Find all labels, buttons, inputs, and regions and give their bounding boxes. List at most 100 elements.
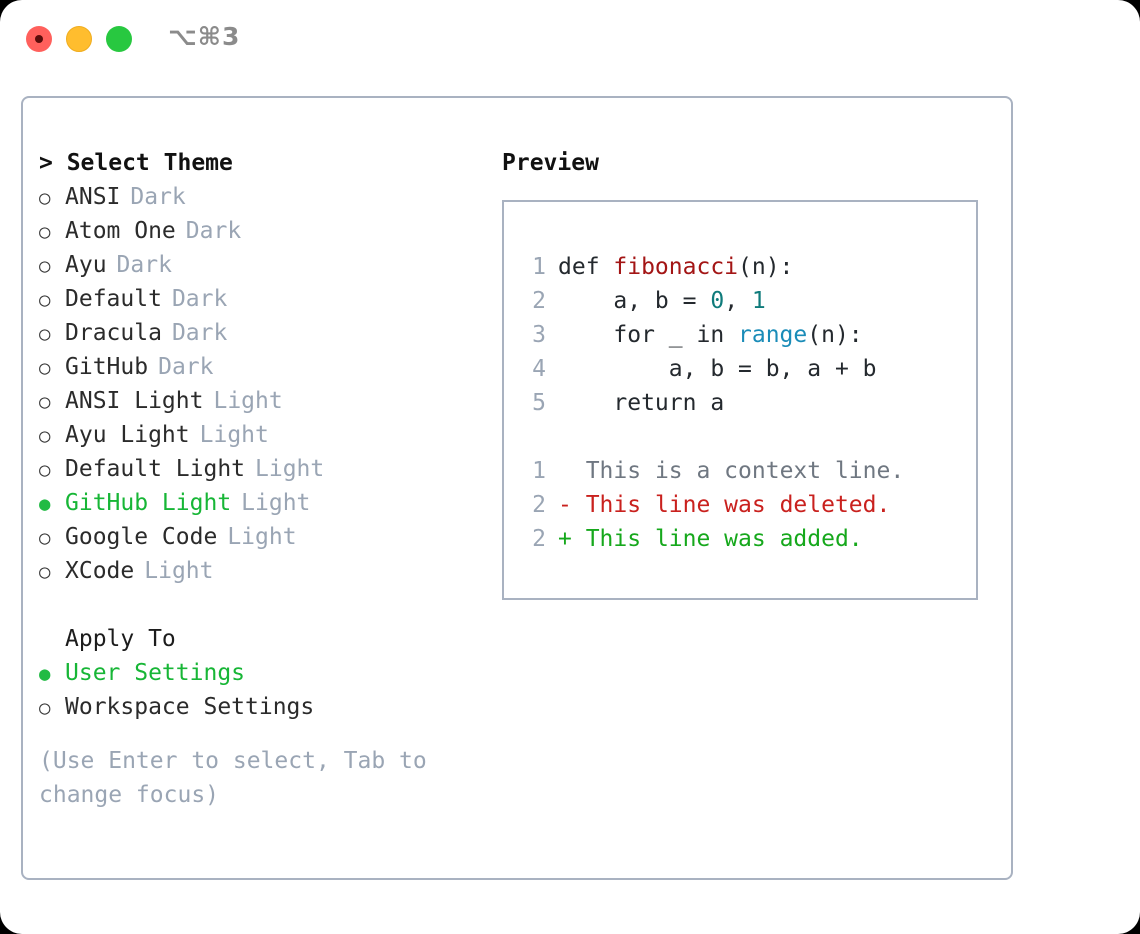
code-line: 5 return a xyxy=(522,386,904,420)
code-token-plain: a, b = xyxy=(558,288,711,314)
theme-option-label: ANSI Light xyxy=(65,388,204,414)
code-token-num: 1 xyxy=(751,288,766,314)
theme-option-variant: Dark xyxy=(130,184,186,210)
diff-text: This is a context line. xyxy=(585,458,905,484)
theme-option-label: Ayu xyxy=(65,252,107,278)
code-token-plain: a, b = b, a + b xyxy=(558,356,877,382)
apply-option-workspace-settings[interactable]: ○ Workspace Settings xyxy=(39,690,489,724)
diff-text: This line was added. xyxy=(585,526,863,552)
theme-option-variant: Dark xyxy=(171,286,228,312)
radio-unselected-icon: ○ xyxy=(39,357,51,379)
theme-option-label: GitHub Light xyxy=(65,490,232,516)
theme-option-variant: Dark xyxy=(185,218,242,244)
diff-line-text: + This line was added. xyxy=(558,522,863,556)
help-hint-text: (Use Enter to select, Tab to change focu… xyxy=(39,748,441,808)
theme-option-label: XCode xyxy=(65,558,135,584)
theme-option-label: ANSI xyxy=(65,184,121,210)
code-token-blt: range xyxy=(738,322,808,348)
apply-to-option-list[interactable]: ●User Settings ○ Workspace Settings xyxy=(39,656,489,724)
traffic-lights xyxy=(26,26,132,52)
close-button[interactable] xyxy=(26,26,52,52)
theme-option-label: Atom One xyxy=(65,218,176,244)
minimize-button[interactable] xyxy=(66,26,92,52)
theme-option-variant: Light xyxy=(255,456,325,482)
theme-option-label: Ayu Light xyxy=(65,422,190,448)
code-token-plain: (n): xyxy=(738,254,794,280)
theme-option-ayu[interactable]: ○ Ayu Dark xyxy=(39,248,489,282)
line-number: 1 xyxy=(532,254,546,280)
theme-option-ansi-light[interactable]: ○ ANSI Light Light xyxy=(39,384,489,418)
zoom-button[interactable] xyxy=(106,26,132,52)
radio-unselected-icon: ○ xyxy=(39,561,51,583)
theme-option-ayu-light[interactable]: ○ Ayu Light Light xyxy=(39,418,489,452)
line-number: 1 xyxy=(532,458,546,484)
section-spacer xyxy=(39,588,489,622)
line-number: 5 xyxy=(532,390,546,416)
theme-option-variant: Dark xyxy=(116,252,172,278)
diff-line-text: This is a context line. xyxy=(558,454,905,488)
radio-unselected-icon: ○ xyxy=(39,187,51,209)
radio-unselected-icon: ○ xyxy=(39,289,51,311)
theme-option-variant: Dark xyxy=(171,320,228,346)
radio-unselected-icon: ○ xyxy=(39,323,51,345)
theme-option-label: Default Light xyxy=(65,456,246,482)
diff-line-text: - This line was deleted. xyxy=(558,488,890,522)
line-number: 2 xyxy=(532,492,546,518)
theme-option-ansi[interactable]: ○ ANSI Dark xyxy=(39,180,489,214)
apply-to-header: Apply To xyxy=(65,626,176,652)
line-number: 2 xyxy=(532,288,546,314)
code-token-num: 0 xyxy=(710,288,725,314)
theme-option-variant: Dark xyxy=(158,354,214,380)
radio-selected-icon: ● xyxy=(39,493,51,515)
theme-option-github[interactable]: ○ GitHub Dark xyxy=(39,350,489,384)
title-bar: ⌥⌘3 xyxy=(0,0,1140,76)
code-line: 1 def fibonacci(n): xyxy=(522,250,904,284)
radio-unselected-icon: ○ xyxy=(39,391,51,413)
theme-option-default-light[interactable]: ○ Default Light Light xyxy=(39,452,489,486)
theme-option-label: Default xyxy=(65,286,162,312)
theme-option-variant: Light xyxy=(227,524,297,550)
code-line: 2 a, b = 0, 1 xyxy=(522,284,904,318)
code-line-text: for _ in range(n): xyxy=(558,318,863,352)
code-line-text: a, b = 0, 1 xyxy=(558,284,766,318)
line-number: 3 xyxy=(532,322,546,348)
code-token-plain: (n): xyxy=(807,322,863,348)
theme-option-default[interactable]: ○ Default Dark xyxy=(39,282,489,316)
diff-text: This line was deleted. xyxy=(585,492,891,518)
theme-option-variant: Light xyxy=(241,490,311,516)
apply-option-user-settings[interactable]: ●User Settings xyxy=(39,656,489,690)
radio-unselected-icon: ○ xyxy=(39,425,51,447)
diff-marker: + xyxy=(558,526,586,552)
code-line: 3 for _ in range(n): xyxy=(522,318,904,352)
code-line-text: def fibonacci(n): xyxy=(558,250,793,284)
window-title: ⌥⌘3 xyxy=(168,22,241,51)
theme-option-variant: Light xyxy=(213,388,283,414)
diff-marker: - xyxy=(558,492,586,518)
preview-title: Preview xyxy=(502,150,599,176)
theme-option-github-light[interactable]: ● GitHub Light Light xyxy=(39,486,489,520)
theme-option-variant: Light xyxy=(199,422,269,448)
apply-option-label: Workspace Settings xyxy=(65,694,315,720)
code-line-text: a, b = b, a + b xyxy=(558,352,877,386)
diff-line-add: 2 + This line was added. xyxy=(522,522,904,556)
apply-option-label: User Settings xyxy=(65,660,246,686)
radio-unselected-icon: ○ xyxy=(39,459,51,481)
radio-unselected-icon: ○ xyxy=(39,697,51,719)
theme-option-label: GitHub xyxy=(65,354,149,380)
code-line: 4 a, b = b, a + b xyxy=(522,352,904,386)
code-token-fn: fibonacci xyxy=(613,254,739,280)
line-number: 2 xyxy=(532,526,546,552)
code-gap xyxy=(522,420,904,454)
radio-unselected-icon: ○ xyxy=(39,255,51,277)
